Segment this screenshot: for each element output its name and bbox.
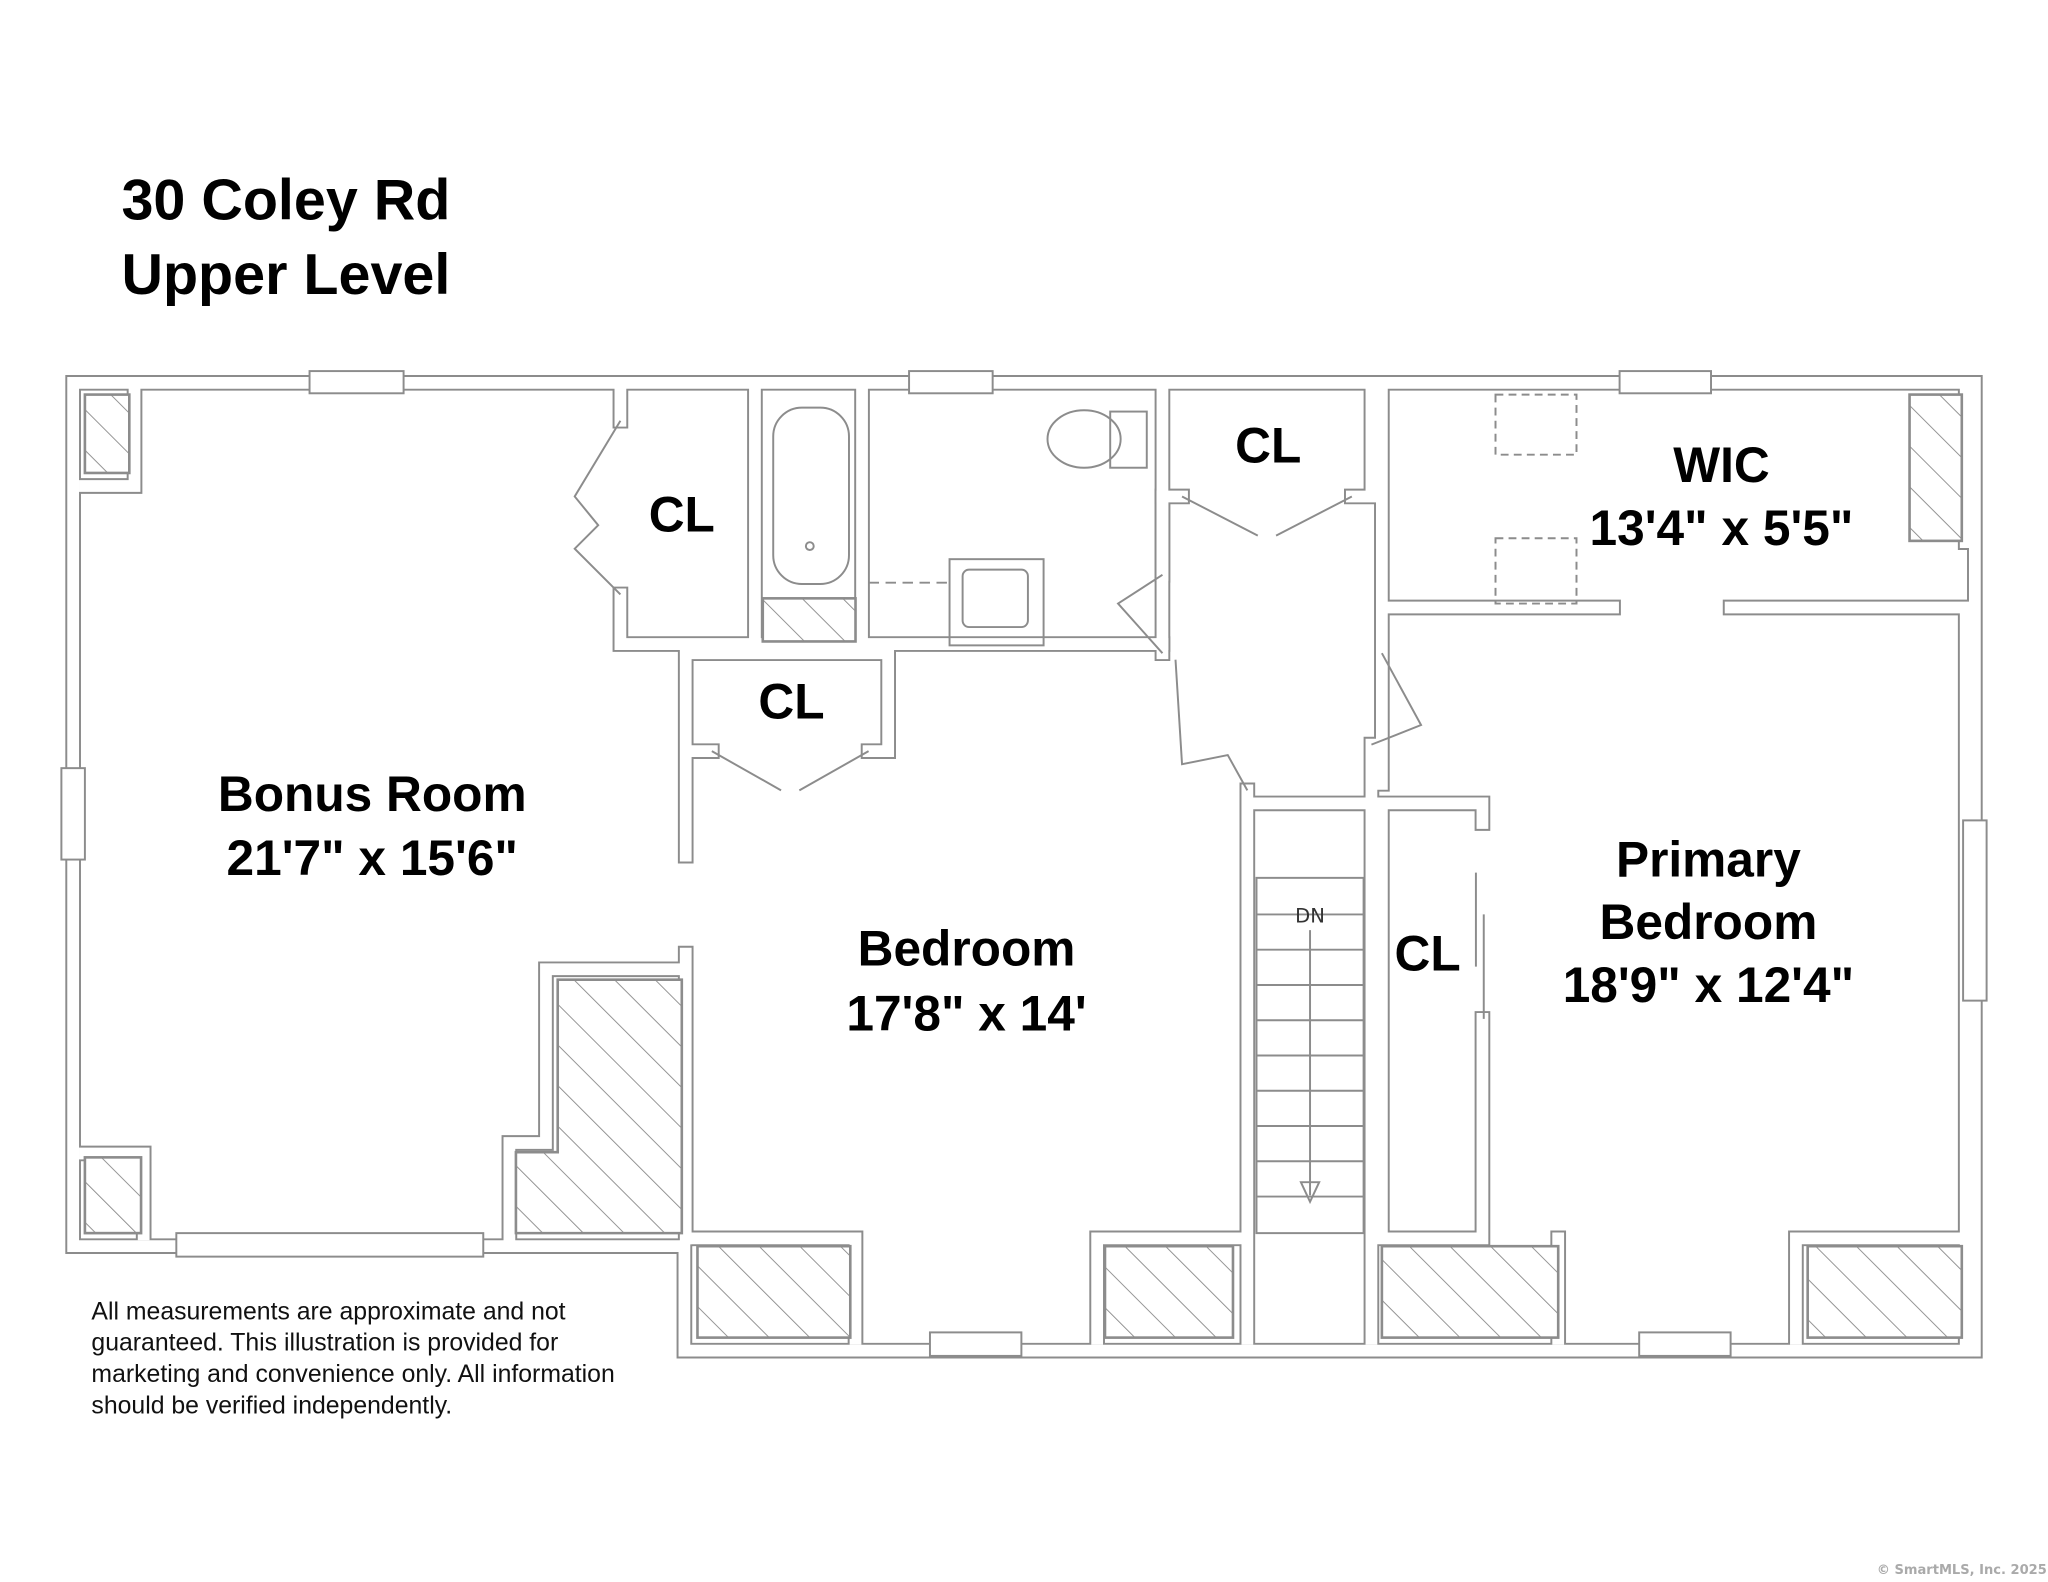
window — [928, 1331, 1023, 1357]
chase — [514, 978, 684, 1235]
disclaimer-line: All measurements are approximate and not — [91, 1298, 565, 1325]
window — [308, 370, 405, 395]
primary-size: 18'9" x 12'4" — [1563, 957, 1854, 1013]
chase — [83, 393, 131, 475]
stairs-label: DN — [1295, 904, 1325, 927]
chase — [1806, 1244, 1964, 1339]
window — [60, 767, 86, 861]
door — [1116, 574, 1249, 791]
closet-label: CL — [1235, 418, 1301, 474]
chase — [696, 1244, 852, 1339]
window — [1962, 819, 1988, 1002]
sink-icon — [948, 558, 1045, 647]
shelf — [1494, 393, 1578, 456]
window — [908, 370, 994, 395]
chase — [1103, 1244, 1235, 1339]
disclaimer-line: marketing and convenience only. All info… — [91, 1361, 614, 1388]
copyright: © SmartMLS, Inc. 2025 — [1877, 1563, 2047, 1578]
wic-name: WIC — [1673, 437, 1769, 493]
walls-inner — [67, 376, 1981, 1357]
wic-size: 13'4" x 5'5" — [1590, 500, 1854, 556]
closet-label: CL — [649, 487, 715, 543]
bonus-room-size: 21'7" x 15'6" — [227, 830, 518, 886]
door — [573, 420, 622, 596]
door — [1371, 652, 1423, 746]
disclaimer-line: guaranteed. This illustration is provide… — [91, 1330, 558, 1357]
chase — [1908, 393, 1964, 543]
primary-name-2: Bedroom — [1600, 894, 1818, 950]
primary-name-1: Primary — [1616, 832, 1801, 888]
window — [175, 1232, 485, 1258]
shelf — [1494, 537, 1578, 605]
chase — [1380, 1244, 1560, 1339]
window — [1618, 370, 1712, 395]
door — [1181, 495, 1353, 537]
bathtub-icon — [772, 406, 850, 585]
bedroom-size: 17'8" x 14' — [846, 986, 1086, 1042]
staircase — [1255, 876, 1365, 1235]
door — [711, 750, 870, 792]
toilet-icon — [1046, 409, 1122, 469]
closet-label: CL — [758, 674, 824, 730]
address-title: 30 Coley Rd — [121, 169, 450, 233]
window — [1638, 1331, 1732, 1357]
bonus-room-name: Bonus Room — [218, 766, 527, 822]
disclaimer-line: should be verified independently. — [91, 1392, 452, 1419]
chase — [761, 597, 857, 643]
chase — [83, 1156, 143, 1235]
closet-label: CL — [1395, 926, 1461, 982]
sliding-door — [1474, 872, 1485, 1019]
level-title: Upper Level — [121, 243, 450, 307]
bedroom-name: Bedroom — [858, 920, 1076, 976]
